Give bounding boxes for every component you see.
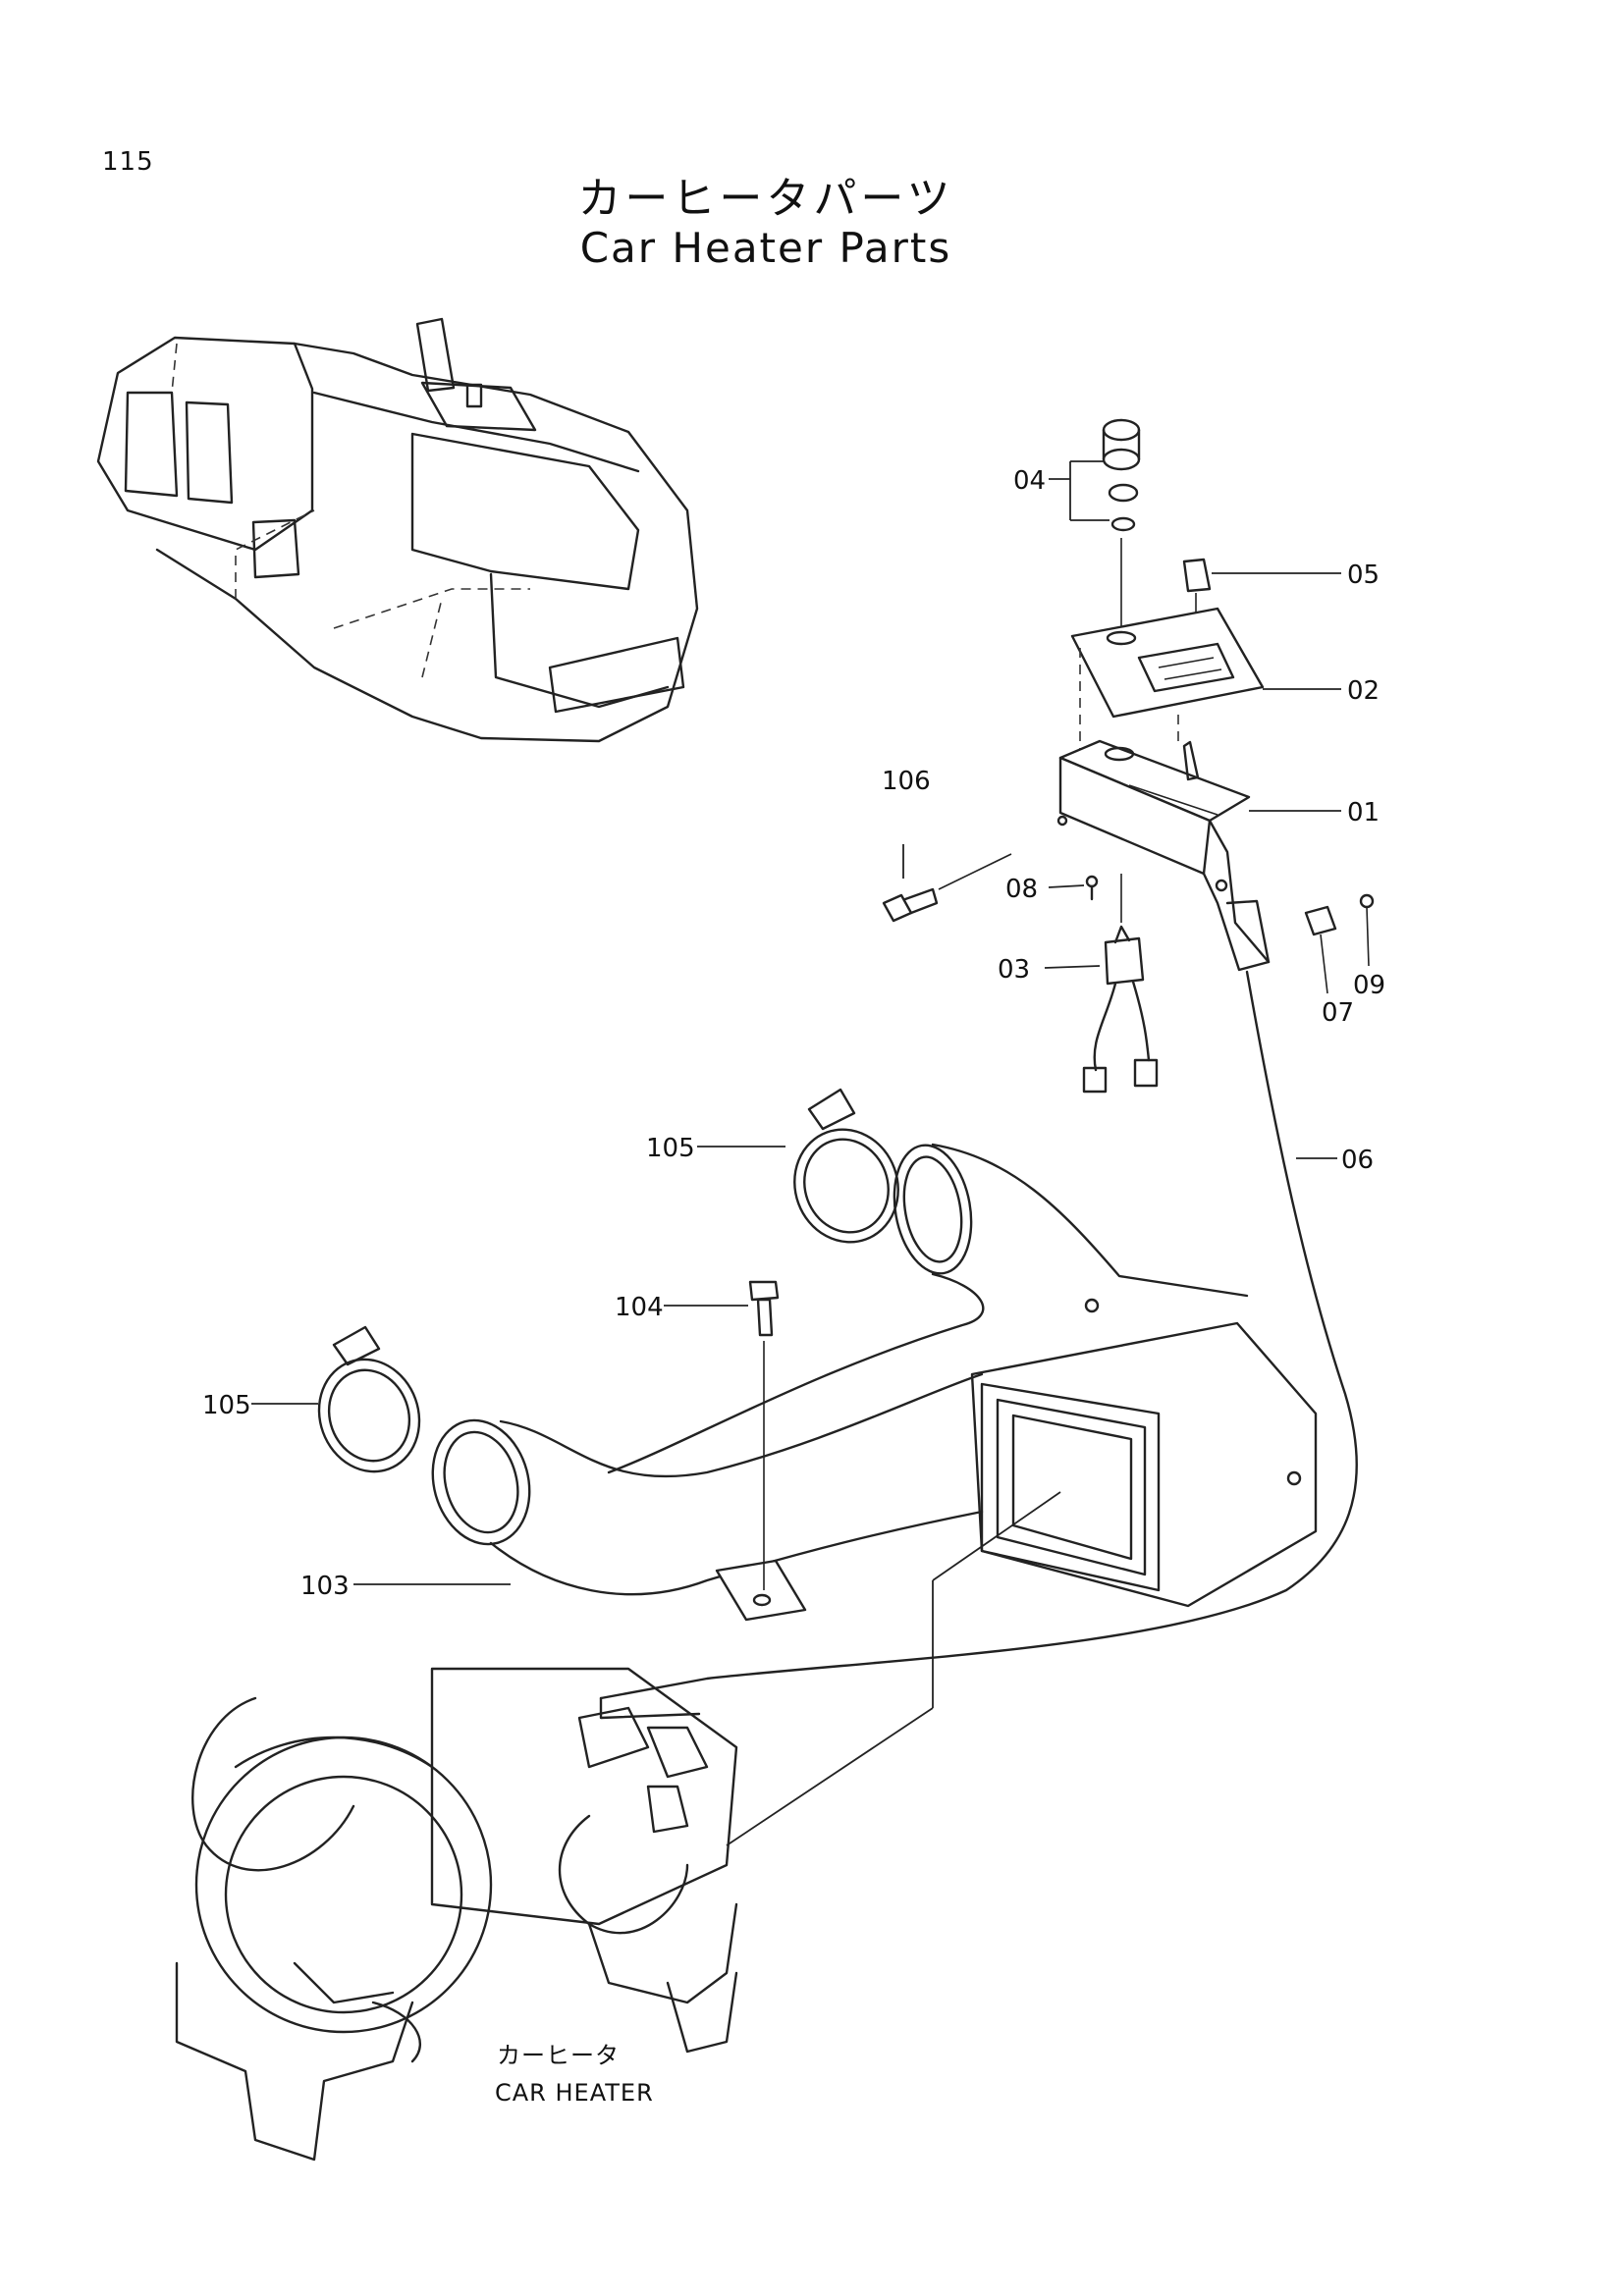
- callout-09: 09: [1353, 971, 1385, 1000]
- hose-clamp-icon: [317, 1325, 421, 1473]
- caption-japanese: カーヒータ: [497, 2042, 620, 2069]
- control-knob-icon: [1102, 418, 1141, 628]
- callout-06: 06: [1341, 1146, 1374, 1175]
- caption-english: CAR HEATER: [495, 2079, 654, 2107]
- callout-07: 07: [1322, 998, 1354, 1028]
- callout-105-upper: 105: [646, 1134, 695, 1163]
- callout-104: 104: [615, 1293, 664, 1322]
- callout-02: 02: [1347, 676, 1380, 706]
- small-screw-icon: [1085, 875, 1099, 901]
- excavator-overview-icon: [96, 317, 699, 743]
- control-panel-icon: [1070, 607, 1265, 756]
- heater-unit-icon: [175, 1667, 738, 2162]
- callout-08: 08: [1005, 875, 1038, 904]
- callout-105-lower: 105: [202, 1391, 251, 1420]
- callout-106: 106: [882, 767, 931, 796]
- page-title-english: Car Heater Parts: [579, 224, 952, 272]
- callout-04: 04: [1013, 466, 1046, 496]
- callout-01: 01: [1347, 798, 1380, 828]
- switch-icon: [1082, 874, 1159, 1094]
- bolt-106-icon: [882, 853, 1012, 923]
- hose-clamp-icon: [793, 1088, 899, 1244]
- callout-103: 103: [300, 1572, 350, 1601]
- screw-icon: [1359, 893, 1375, 967]
- page-number: 115: [102, 147, 154, 177]
- duct-icon: [431, 1143, 1318, 1622]
- clip-icon: [1304, 905, 1337, 994]
- leader-lines: [251, 460, 1341, 1846]
- panel-bracket-icon: [1056, 739, 1271, 972]
- callout-03: 03: [998, 955, 1030, 985]
- control-cable: [599, 970, 1358, 1700]
- bolt-104-icon: [748, 1280, 780, 1590]
- page-title-japanese: カーヒータパーツ: [577, 174, 954, 224]
- callout-05: 05: [1347, 561, 1380, 590]
